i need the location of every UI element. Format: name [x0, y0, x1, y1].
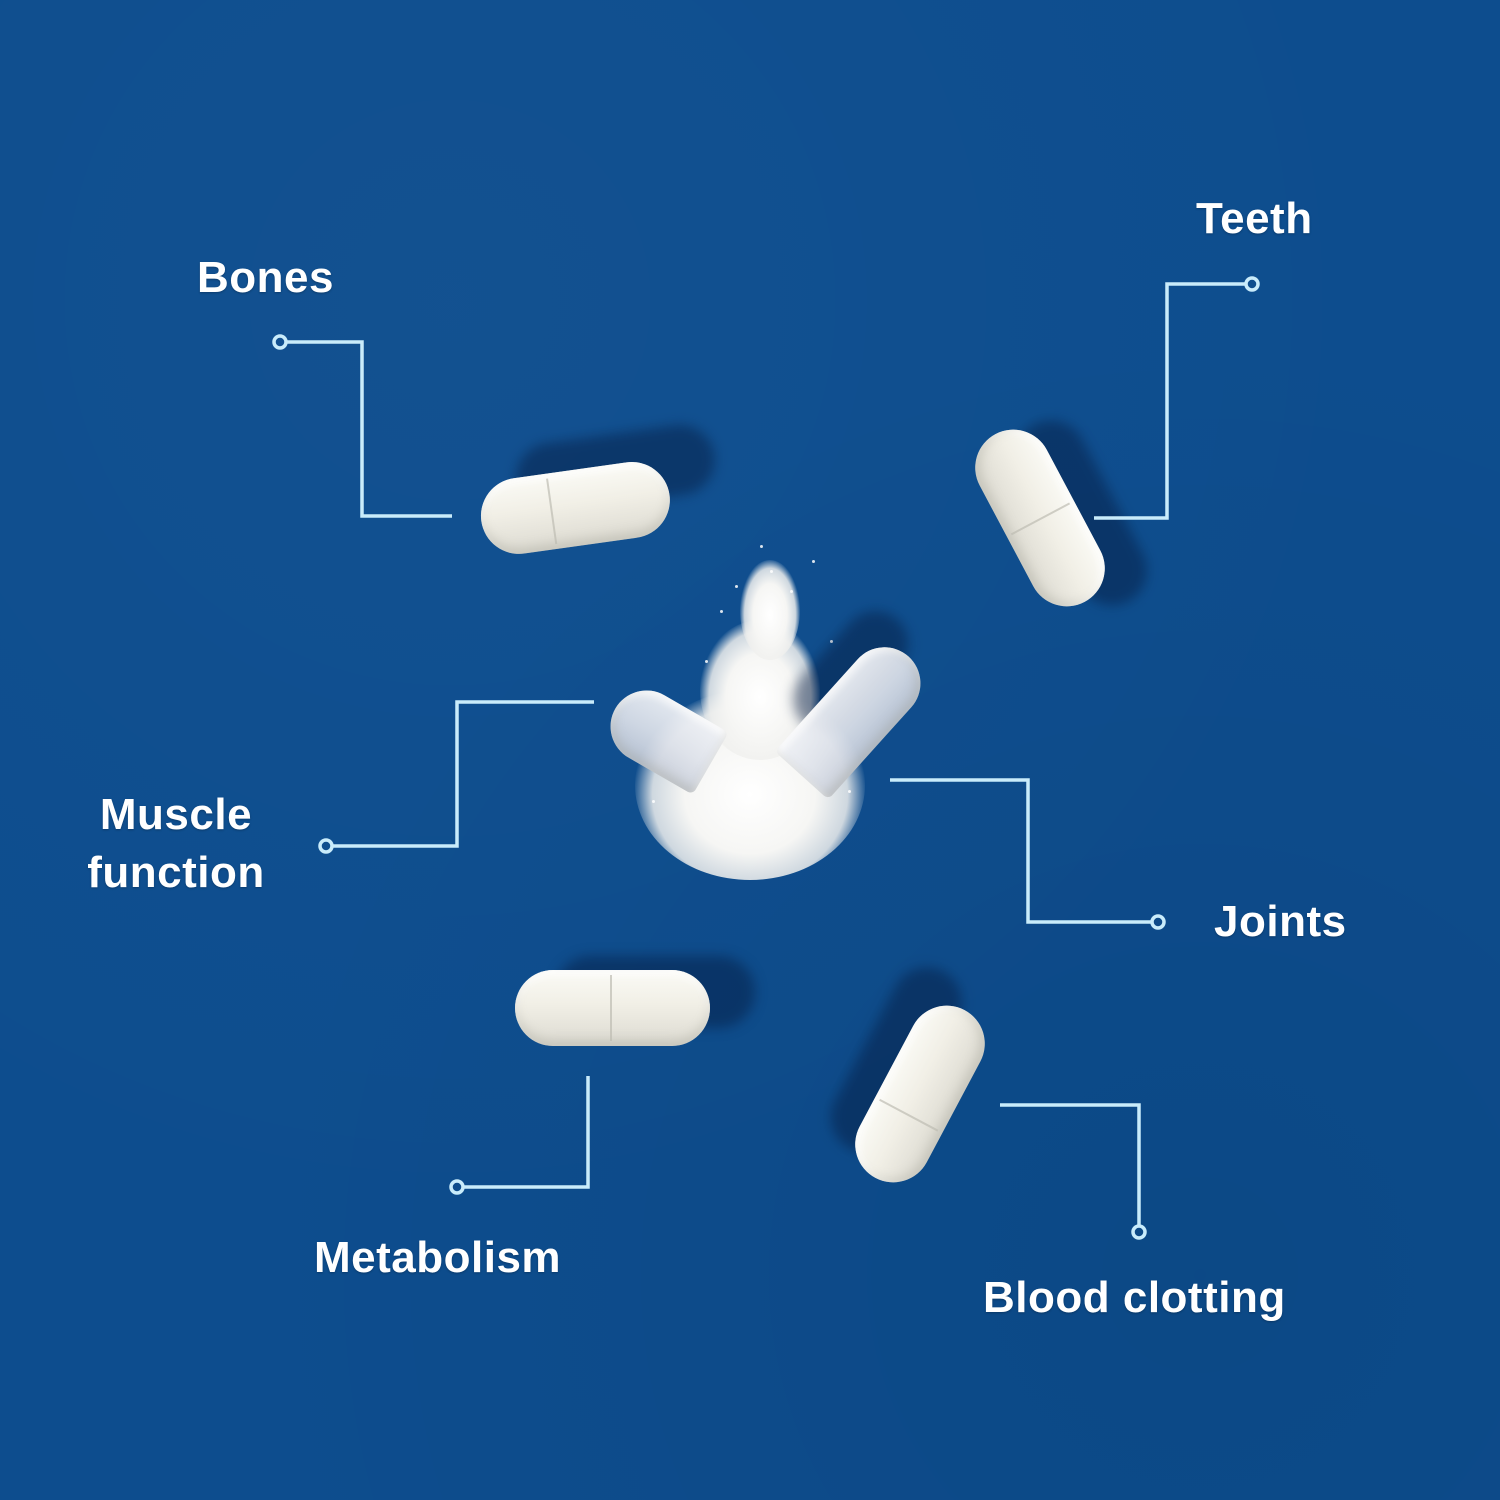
label-metabolism: Metabolism: [314, 1233, 562, 1282]
connector-blood-clotting: [1000, 1103, 1141, 1226]
label-muscle-line1: Muscle: [99, 790, 253, 839]
dot-blood-clotting: [1131, 1224, 1147, 1240]
label-bones: Bones: [197, 253, 334, 302]
capsule-metabolism: [515, 956, 755, 1046]
connector-metabolism: [463, 1076, 590, 1189]
dot-joints: [1150, 914, 1166, 930]
label-muscle-function: Muscle function: [78, 786, 274, 902]
connector-muscle: [332, 700, 594, 848]
label-teeth: Teeth: [1196, 194, 1313, 243]
connector-teeth: [1094, 282, 1246, 520]
dot-muscle: [318, 838, 334, 854]
connector-bones: [286, 340, 452, 518]
label-muscle-line2: function: [87, 848, 265, 897]
dot-teeth: [1244, 276, 1260, 292]
dot-bones: [272, 334, 288, 350]
label-blood-clotting: Blood clotting: [983, 1273, 1286, 1322]
connector-joints: [890, 778, 1152, 924]
dot-metabolism: [449, 1179, 465, 1195]
label-joints: Joints: [1214, 897, 1347, 946]
